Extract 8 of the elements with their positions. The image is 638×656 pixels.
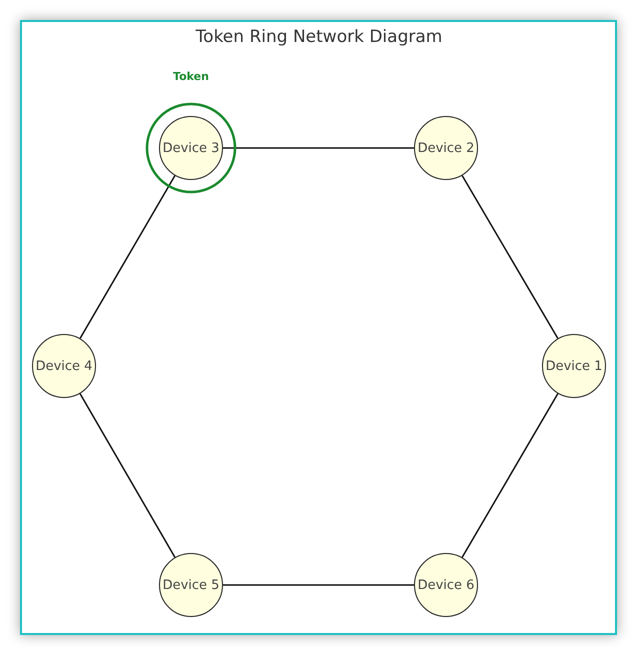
token-label: Token [172, 70, 210, 83]
title: Token Ring Network Diagram [194, 27, 444, 47]
ring-link [79, 393, 176, 558]
ring-link [462, 175, 558, 339]
ring-link [223, 584, 414, 586]
ring-link [462, 393, 558, 558]
ring-link [223, 147, 414, 149]
ring-link [79, 175, 176, 339]
